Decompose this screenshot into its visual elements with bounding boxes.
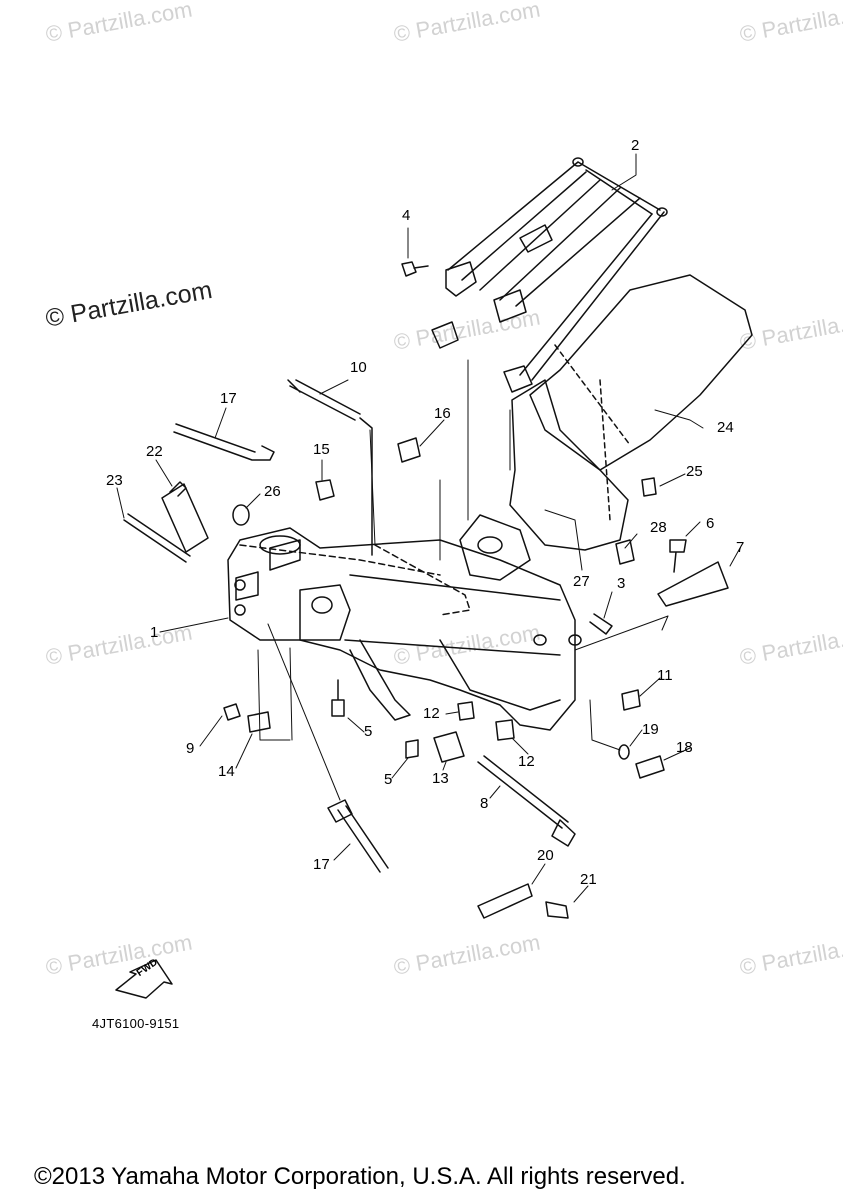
collar-11 bbox=[621, 689, 641, 711]
callout-12: 12 bbox=[423, 705, 440, 722]
bolt-5-lower bbox=[405, 739, 419, 759]
leader-lines bbox=[116, 153, 741, 903]
callout-27: 27 bbox=[573, 573, 590, 590]
collar-14 bbox=[247, 711, 271, 733]
callout-5: 5 bbox=[364, 723, 373, 740]
callout-18: 18 bbox=[676, 739, 693, 756]
callout-19: 19 bbox=[642, 721, 659, 738]
diagram-code: 4JT6100-9151 bbox=[92, 1016, 180, 1031]
callout-8: 8 bbox=[480, 795, 489, 812]
rear-subframe bbox=[431, 157, 668, 393]
callout-20: 20 bbox=[537, 847, 554, 864]
rivet-28 bbox=[615, 539, 635, 565]
bolt-21 bbox=[545, 901, 569, 919]
cable-tie-lower bbox=[327, 799, 389, 873]
grease-bottle bbox=[161, 481, 209, 553]
grommet bbox=[315, 479, 335, 501]
callout-6: 6 bbox=[706, 515, 715, 532]
collar-12-a bbox=[457, 701, 475, 721]
callout-16: 16 bbox=[434, 405, 451, 422]
callout-22: 22 bbox=[146, 443, 163, 460]
callout-5: 5 bbox=[384, 771, 393, 788]
bolt-6 bbox=[669, 539, 687, 573]
callout-13: 13 bbox=[432, 770, 449, 787]
callout-26: 26 bbox=[264, 483, 281, 500]
bolt-4 bbox=[401, 261, 429, 277]
callout-17: 17 bbox=[220, 390, 237, 407]
cable-tie-small bbox=[123, 513, 191, 563]
callout-10: 10 bbox=[350, 359, 367, 376]
engine-mount-bolt bbox=[477, 755, 576, 847]
plate-20 bbox=[477, 883, 533, 919]
nut-9 bbox=[223, 703, 241, 721]
callout-21: 21 bbox=[580, 871, 597, 888]
washer-19 bbox=[618, 744, 630, 760]
copyright-notice: ©2013 Yamaha Motor Corporation, U.S.A. A… bbox=[34, 1163, 686, 1190]
upper-mount-bolt bbox=[287, 379, 361, 421]
fwd-arrow-icon bbox=[115, 959, 173, 999]
collar-13 bbox=[433, 731, 465, 763]
callout-3: 3 bbox=[617, 575, 626, 592]
callout-9: 9 bbox=[186, 740, 195, 757]
callout-4: 4 bbox=[402, 207, 411, 224]
callout-11: 11 bbox=[657, 667, 673, 684]
callout-14: 14 bbox=[218, 763, 235, 780]
callout-7: 7 bbox=[736, 539, 745, 556]
cable-tie-upper bbox=[173, 423, 275, 461]
callout-25: 25 bbox=[686, 463, 703, 480]
rivet-25 bbox=[641, 477, 657, 497]
callout-2: 2 bbox=[631, 137, 640, 154]
o-ring bbox=[232, 504, 250, 526]
heat-shield-plate bbox=[509, 379, 629, 551]
callout-15: 15 bbox=[313, 441, 330, 458]
callout-1: 1 bbox=[150, 624, 159, 641]
callout-17: 17 bbox=[313, 856, 330, 873]
callout-28: 28 bbox=[650, 519, 667, 536]
bolt-18 bbox=[635, 755, 665, 779]
bolt-3 bbox=[589, 613, 613, 635]
bracket-7 bbox=[657, 561, 729, 607]
collar-12-b bbox=[495, 719, 515, 741]
side-plate bbox=[529, 274, 753, 471]
clip bbox=[397, 437, 421, 463]
callout-24: 24 bbox=[717, 419, 734, 436]
main-frame bbox=[227, 514, 582, 731]
bolt-5-upper bbox=[331, 679, 345, 717]
callout-12: 12 bbox=[518, 753, 535, 770]
callout-23: 23 bbox=[106, 472, 123, 489]
